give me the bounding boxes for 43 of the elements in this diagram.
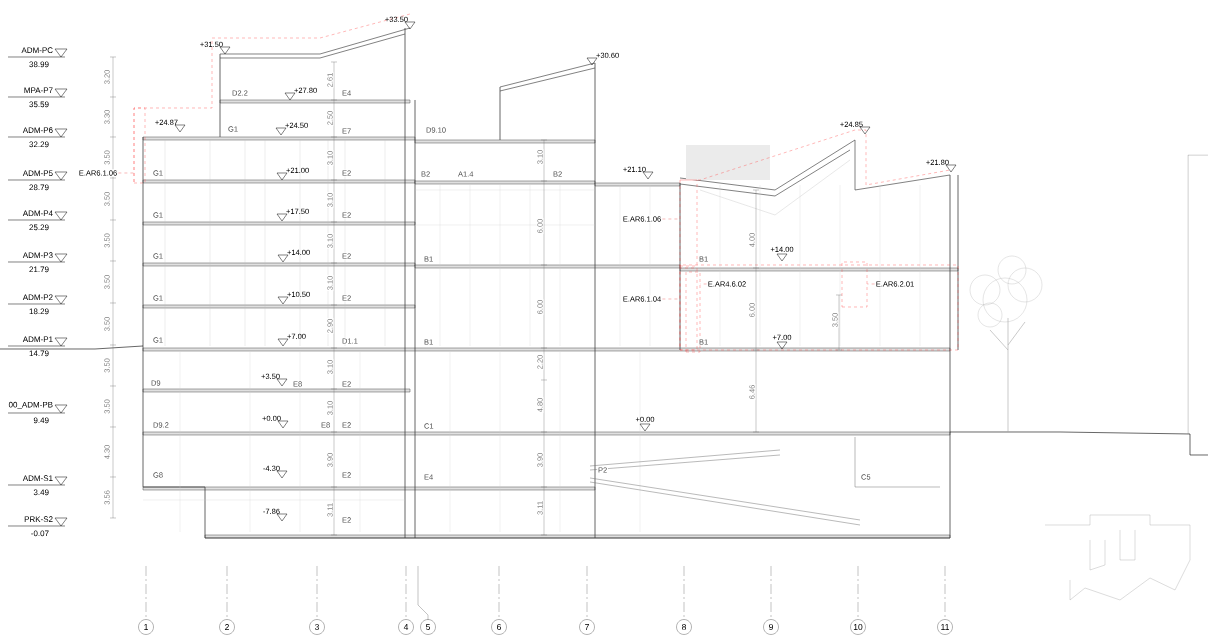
level-name: ADM-S1 — [22, 475, 53, 481]
grid-bubble: 7 — [579, 619, 595, 635]
leader-line — [662, 298, 680, 300]
level-value: 14.79 — [29, 350, 49, 357]
level-value: 32.29 — [29, 141, 49, 148]
level-name: MPA-P7 — [24, 87, 53, 93]
grid-bubble: 6 — [491, 619, 507, 635]
leader-line — [700, 283, 707, 285]
leader-line — [662, 218, 680, 220]
grid-bubble: 5 — [420, 619, 436, 635]
level-value: 38.99 — [29, 61, 49, 68]
level-value: 18.29 — [29, 308, 49, 315]
detail-outline — [841, 261, 868, 308]
level-value: 21.79 — [29, 266, 49, 273]
level-value: 25.29 — [29, 224, 49, 231]
level-value: 28.79 — [29, 184, 49, 191]
grid-bubble: 8 — [676, 619, 692, 635]
level-name: PRK-S2 — [24, 516, 53, 522]
grid-bubble: 1 — [138, 619, 154, 635]
level-name: ADM-P6 — [22, 127, 53, 133]
leader-line — [867, 283, 875, 285]
level-name: ADM-P4 — [22, 210, 53, 216]
detail-outline — [133, 107, 146, 184]
grid-bubble: 9 — [763, 619, 779, 635]
level-name: ADM-P2 — [22, 294, 53, 300]
level-name: 00_ADM-PB — [8, 401, 53, 409]
level-name: ADM-P1 — [22, 336, 53, 342]
grid-bubble: 10 — [850, 619, 866, 635]
level-value: 9.49 — [33, 417, 49, 424]
level-value: 35.59 — [29, 101, 49, 108]
level-value: 3.49 — [33, 489, 49, 496]
detail-outline — [679, 267, 698, 351]
detail-outline — [685, 271, 701, 353]
level-name: ADM-P5 — [22, 170, 53, 176]
leader-line — [118, 172, 134, 174]
level-value: -0.07 — [31, 530, 49, 537]
level-name: ADM-PC — [21, 47, 53, 53]
grid-bubble: 4 — [398, 619, 414, 635]
grid-bubble: 3 — [309, 619, 325, 635]
grid-bubble: 11 — [937, 619, 953, 635]
grid-bubble: 2 — [219, 619, 235, 635]
detail-outline — [679, 179, 698, 267]
level-name: ADM-P3 — [22, 252, 53, 258]
